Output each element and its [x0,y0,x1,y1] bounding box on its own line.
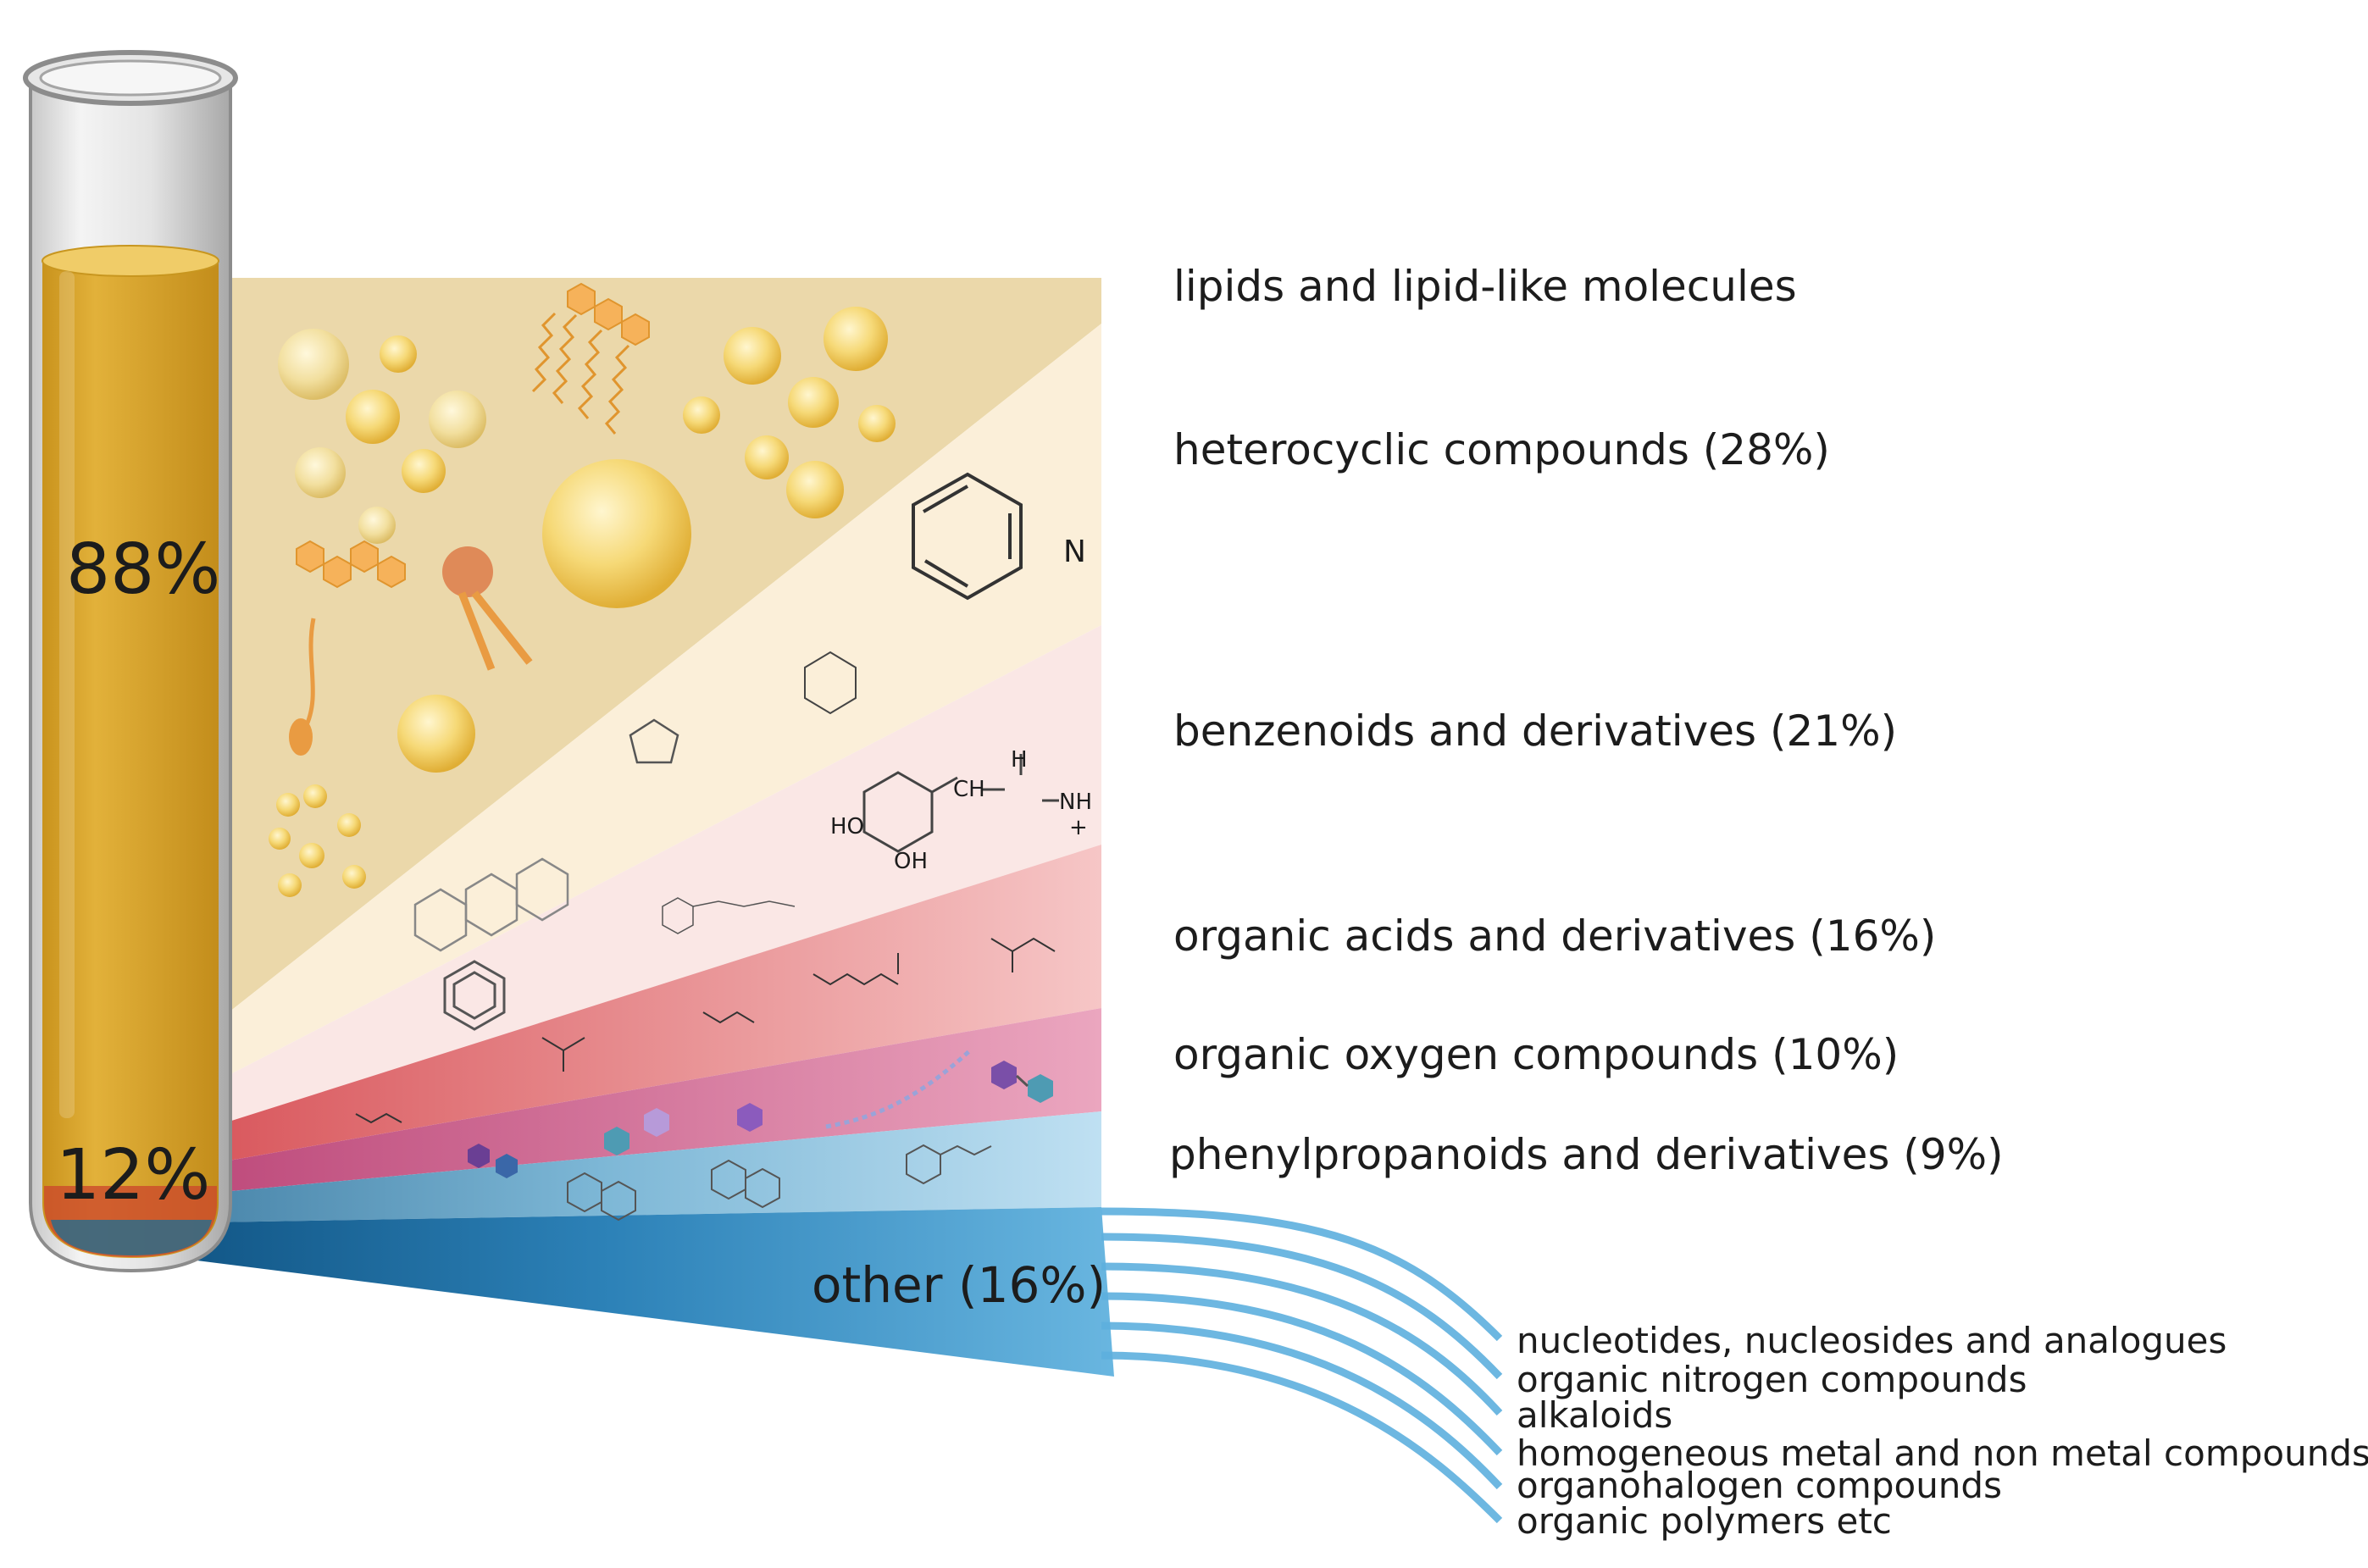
label-other: other (16%) [812,1256,1106,1314]
furan-structure [629,718,679,764]
tube-glare [59,271,75,1118]
sub-label-organic-nitrogen: organic nitrogen compounds [1517,1359,2027,1400]
lipid-vesicles [269,307,896,897]
wedge-acids [85,845,1101,1184]
other-streams [1101,1207,1503,1524]
pyridine-n-label: N [1063,535,1086,569]
dopamine-oh-label: OH [894,849,928,874]
phenylpropanoid-structures [567,1144,992,1222]
tube-opening [39,59,222,97]
amino-acid-structures [355,937,1056,1124]
tube-bottom-blue [51,1220,212,1255]
fatty-acid-chains [531,312,630,435]
xanthene-structure [413,857,569,952]
test-tube [23,50,238,1273]
pyrimidine-structure [804,651,857,715]
label-heterocyclic: heterocyclic compounds (28%) [1173,425,1830,474]
sub-label-alkaloids: alkaloids [1517,1394,1672,1436]
epinephrine-structure [662,897,796,934]
dopamine-structure [862,754,1059,853]
dopamine-nh-label: NH [1059,790,1092,815]
label-phenylpropanoids: phenylpropanoids and derivatives (9%) [1169,1130,2004,1179]
dopamine-ho-label: HO [830,814,864,839]
other-subcategories: nucleotides, nucleosides and analogues o… [1517,1320,2368,1542]
label-organic-oxygen: organic oxygen compounds (10%) [1173,1030,1899,1079]
wedge-phenylpropanoids [102,1111,1101,1224]
label-benzenoids: benzenoids and derivatives (21%) [1173,706,1897,756]
sub-label-organohalogen: organohalogen compounds [1517,1465,2002,1506]
dopamine-plus-label: + [1069,815,1088,840]
sub-label-nucleotides: nucleotides, nucleosides and analogues [1517,1320,2227,1361]
wedge-heterocyclic [68,324,1101,1154]
label-organic-acids: organic acids and derivatives (16%) [1173,911,1936,961]
oxygen-compound-icons [468,1049,1053,1178]
sub-label-polymers: organic polymers etc [1517,1500,1892,1542]
cholesterol-tail [289,618,316,756]
wedge-oxygen [93,1008,1101,1203]
dopamine-h-label: H [1011,747,1028,773]
sub-label-metal-compounds: homogeneous metal and non metal compound… [1517,1432,2368,1474]
lipid-hexagons [296,282,650,589]
benzene-structure [443,960,506,1031]
label-lipids: lipids and lipid-like molecules [1173,262,1797,311]
dopamine-ch2-label: CH [953,777,985,802]
tube-liquid [42,258,219,1258]
wedge-benzenoids [76,625,1101,1167]
phospholipid [442,546,533,671]
pyridine-structure [912,472,1023,601]
wedge-other [110,1207,1114,1377]
lower-percent-label: 12% [56,1135,210,1216]
upper-percent-label: 88% [66,529,220,610]
liquid-surface [42,245,219,277]
